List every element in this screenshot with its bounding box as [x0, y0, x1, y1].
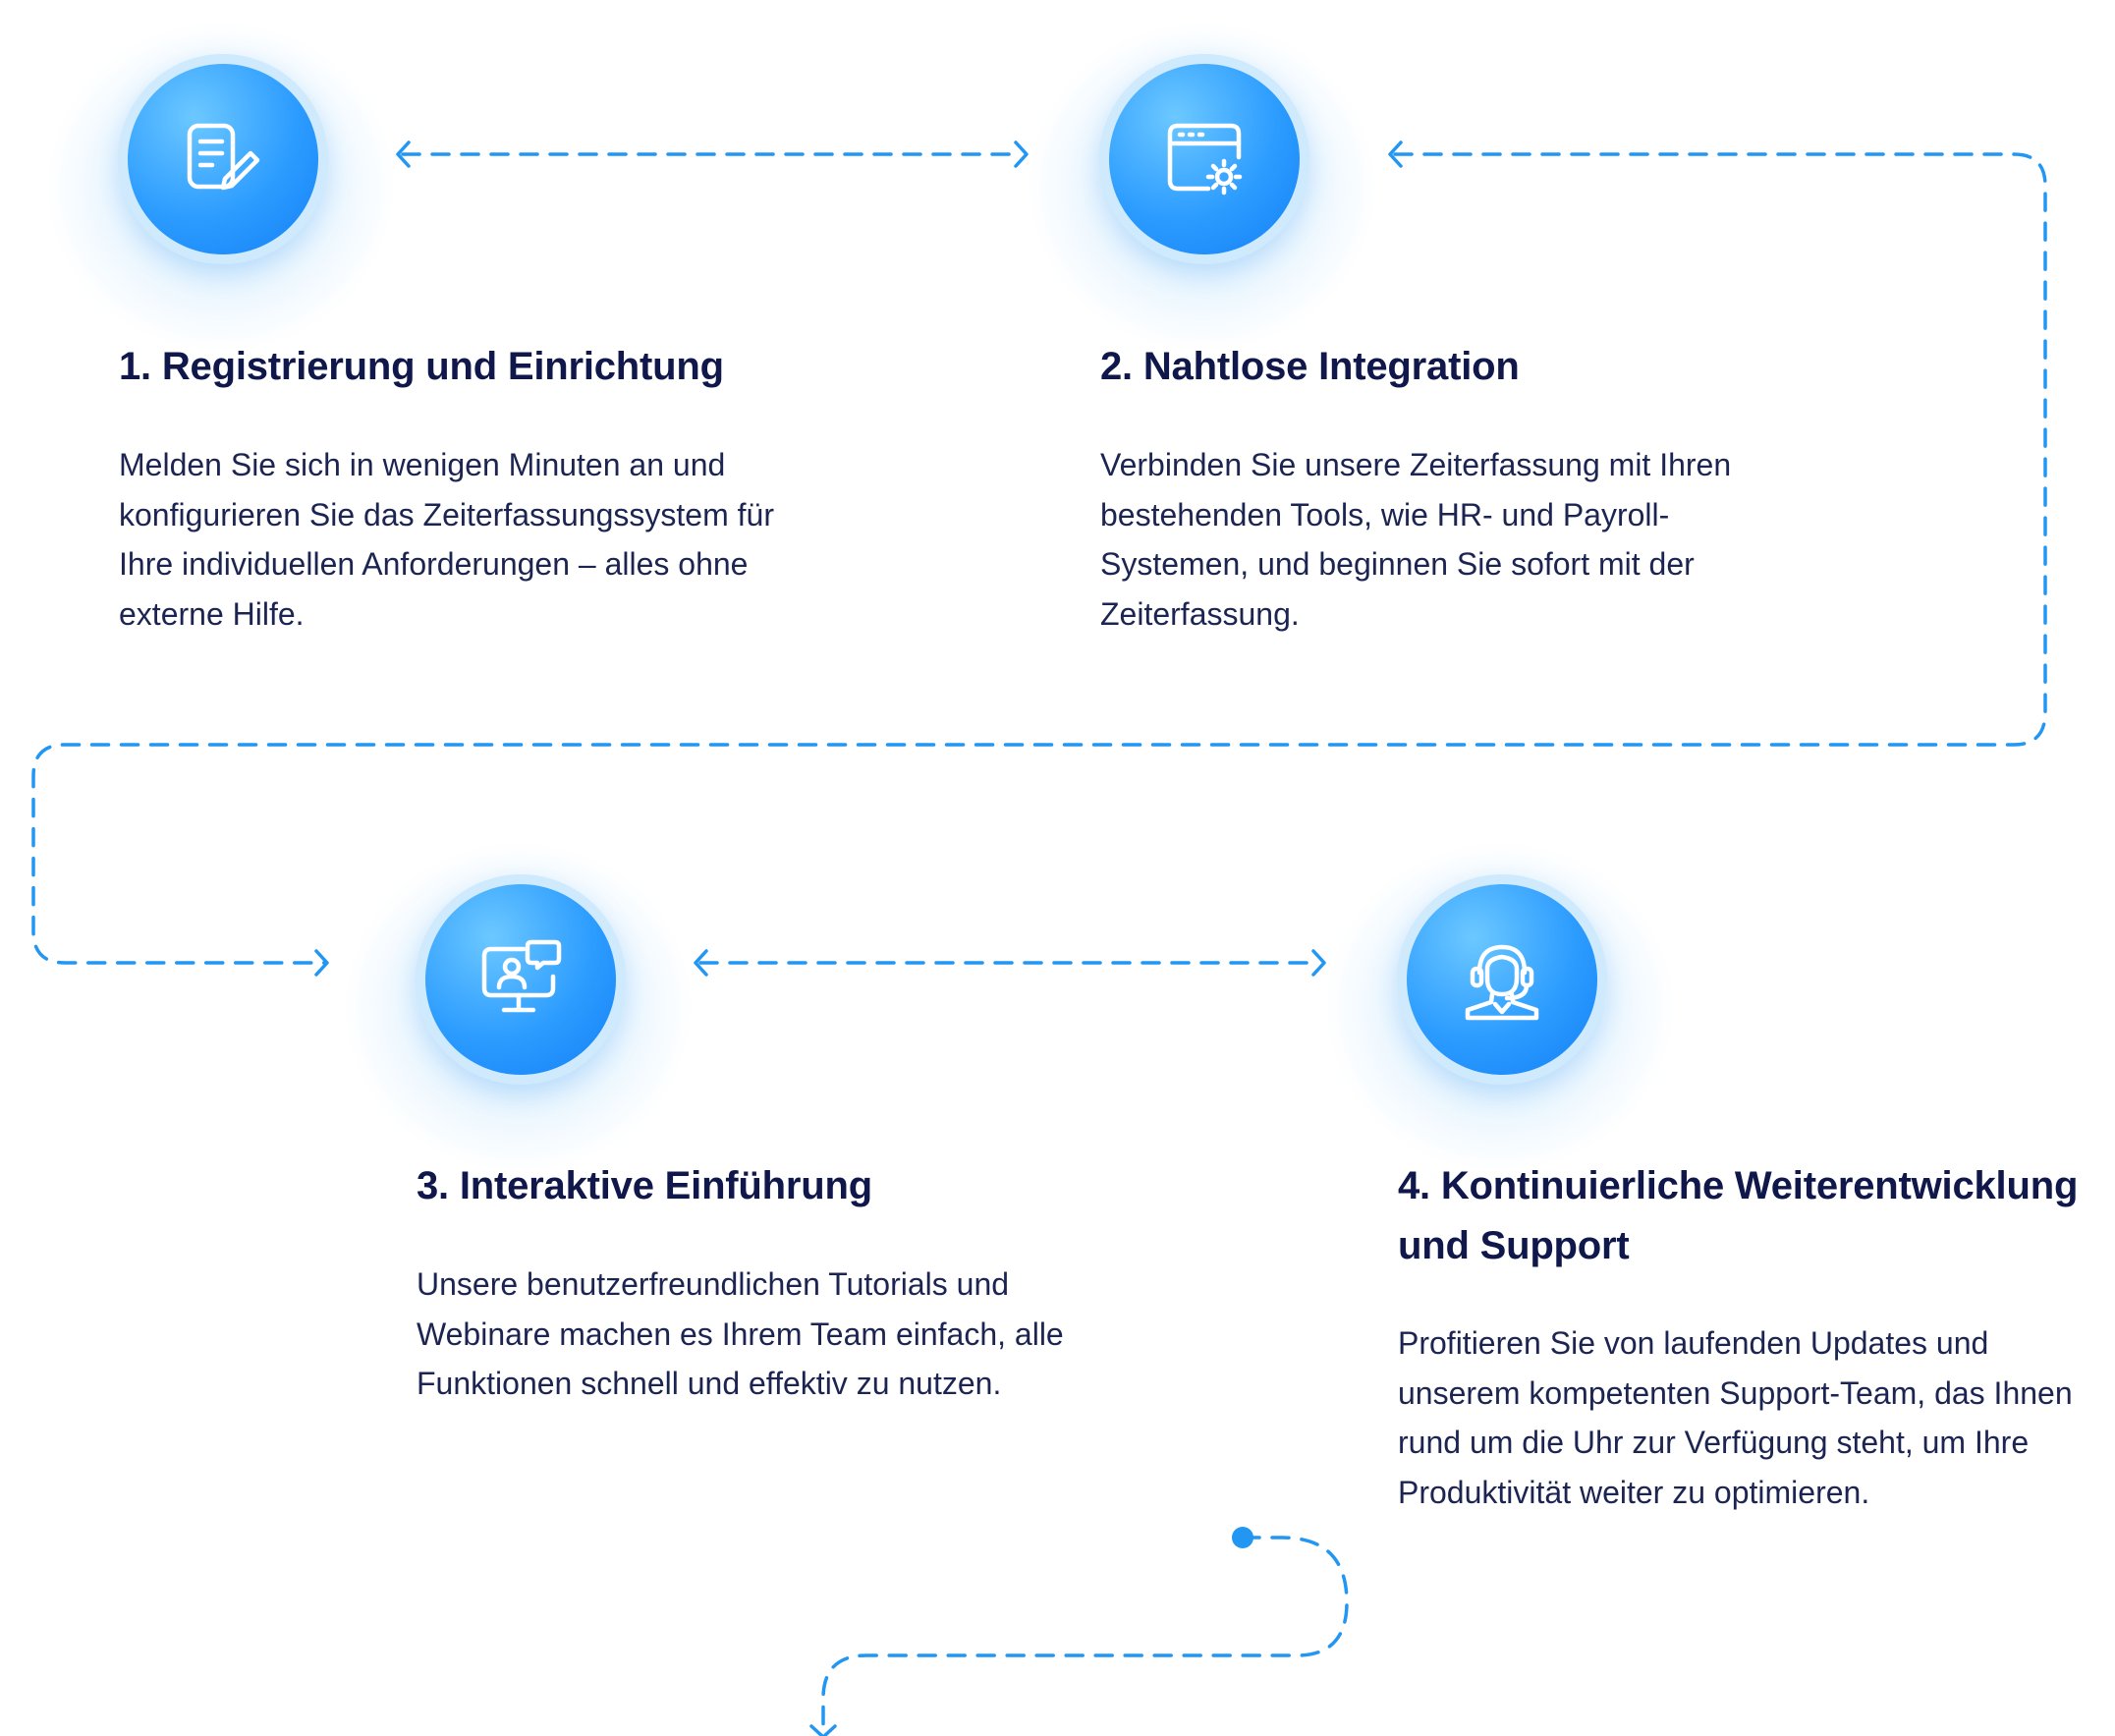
- step-3-description: Unsere benutzerfreundlichen Tutorials un…: [417, 1260, 1064, 1409]
- tail-dot: [1232, 1527, 1253, 1548]
- step-4-description: Profitieren Sie von laufenden Updates un…: [1398, 1318, 2073, 1517]
- text-line: Verbinden Sie unsere Zeiterfassung mit I…: [1100, 447, 1732, 482]
- step-2-title: 2. Nahtlose Integration: [1100, 345, 1520, 388]
- text-line: Produktivität weiter zu optimieren.: [1398, 1474, 1870, 1510]
- text-line: bestehenden Tools, wie HR- und Payroll-: [1100, 496, 1670, 532]
- browser-settings-icon: [1167, 123, 1243, 196]
- step-1-icon-circle: [118, 54, 328, 264]
- step-2-icon-circle: [1099, 54, 1309, 264]
- text-line: Funktionen schnell und effektiv zu nutze…: [417, 1366, 1002, 1401]
- step-4-title: 4. Kontinuierliche Weiterentwicklung und…: [1398, 1156, 2078, 1276]
- arrowhead-left: [396, 140, 411, 168]
- text-line: Ihre individuellen Anforderungen – alles…: [119, 546, 749, 582]
- arrowhead-down: [809, 1724, 837, 1736]
- title-line: und Support: [1398, 1224, 1630, 1267]
- text-line: konfigurieren Sie das Zeiterfassungssyst…: [119, 496, 774, 532]
- step-4-icon-circle: [1397, 874, 1607, 1085]
- step-3-icon-circle: [416, 874, 626, 1085]
- step-1-description: Melden Sie sich in wenigen Minuten an un…: [119, 440, 774, 639]
- arrowhead-left: [1388, 140, 1403, 168]
- step-2-description: Verbinden Sie unsere Zeiterfassung mit I…: [1100, 440, 1731, 639]
- title-line: 4. Kontinuierliche Weiterentwicklung: [1398, 1164, 2079, 1207]
- arrowhead-left: [694, 949, 708, 977]
- connector-tail: [821, 1536, 1349, 1735]
- arrowhead-right: [314, 949, 329, 977]
- text-line: unserem kompetenten Support-Team, das Ih…: [1398, 1374, 2073, 1411]
- arrowhead-right: [1311, 949, 1326, 977]
- text-line: externe Hilfe.: [119, 595, 305, 632]
- monitor-user-chat-icon: [481, 939, 562, 1013]
- arrowhead-right: [1014, 140, 1029, 168]
- text-line: Profitieren Sie von laufenden Updates un…: [1398, 1325, 1989, 1361]
- text-line: Melden Sie sich in wenigen Minuten an un…: [119, 447, 726, 482]
- step-1-title: 1. Registrierung und Einrichtung: [119, 345, 724, 388]
- connector-step2-wrap: [31, 152, 2047, 965]
- document-edit-icon: [187, 123, 260, 191]
- headset-support-icon: [1465, 944, 1539, 1021]
- text-line: Systemen, und beginnen Sie sofort mit de…: [1100, 546, 1695, 582]
- text-line: Webinare machen es Ihrem Team einfach, a…: [417, 1316, 1064, 1352]
- text-line: Unsere benutzerfreundlichen Tutorials un…: [417, 1266, 1010, 1302]
- text-line: rund um die Uhr zur Verfügung steht, um …: [1398, 1425, 2030, 1460]
- step-3-title: 3. Interaktive Einführung: [417, 1164, 872, 1207]
- text-line: Zeiterfassung.: [1100, 595, 1300, 632]
